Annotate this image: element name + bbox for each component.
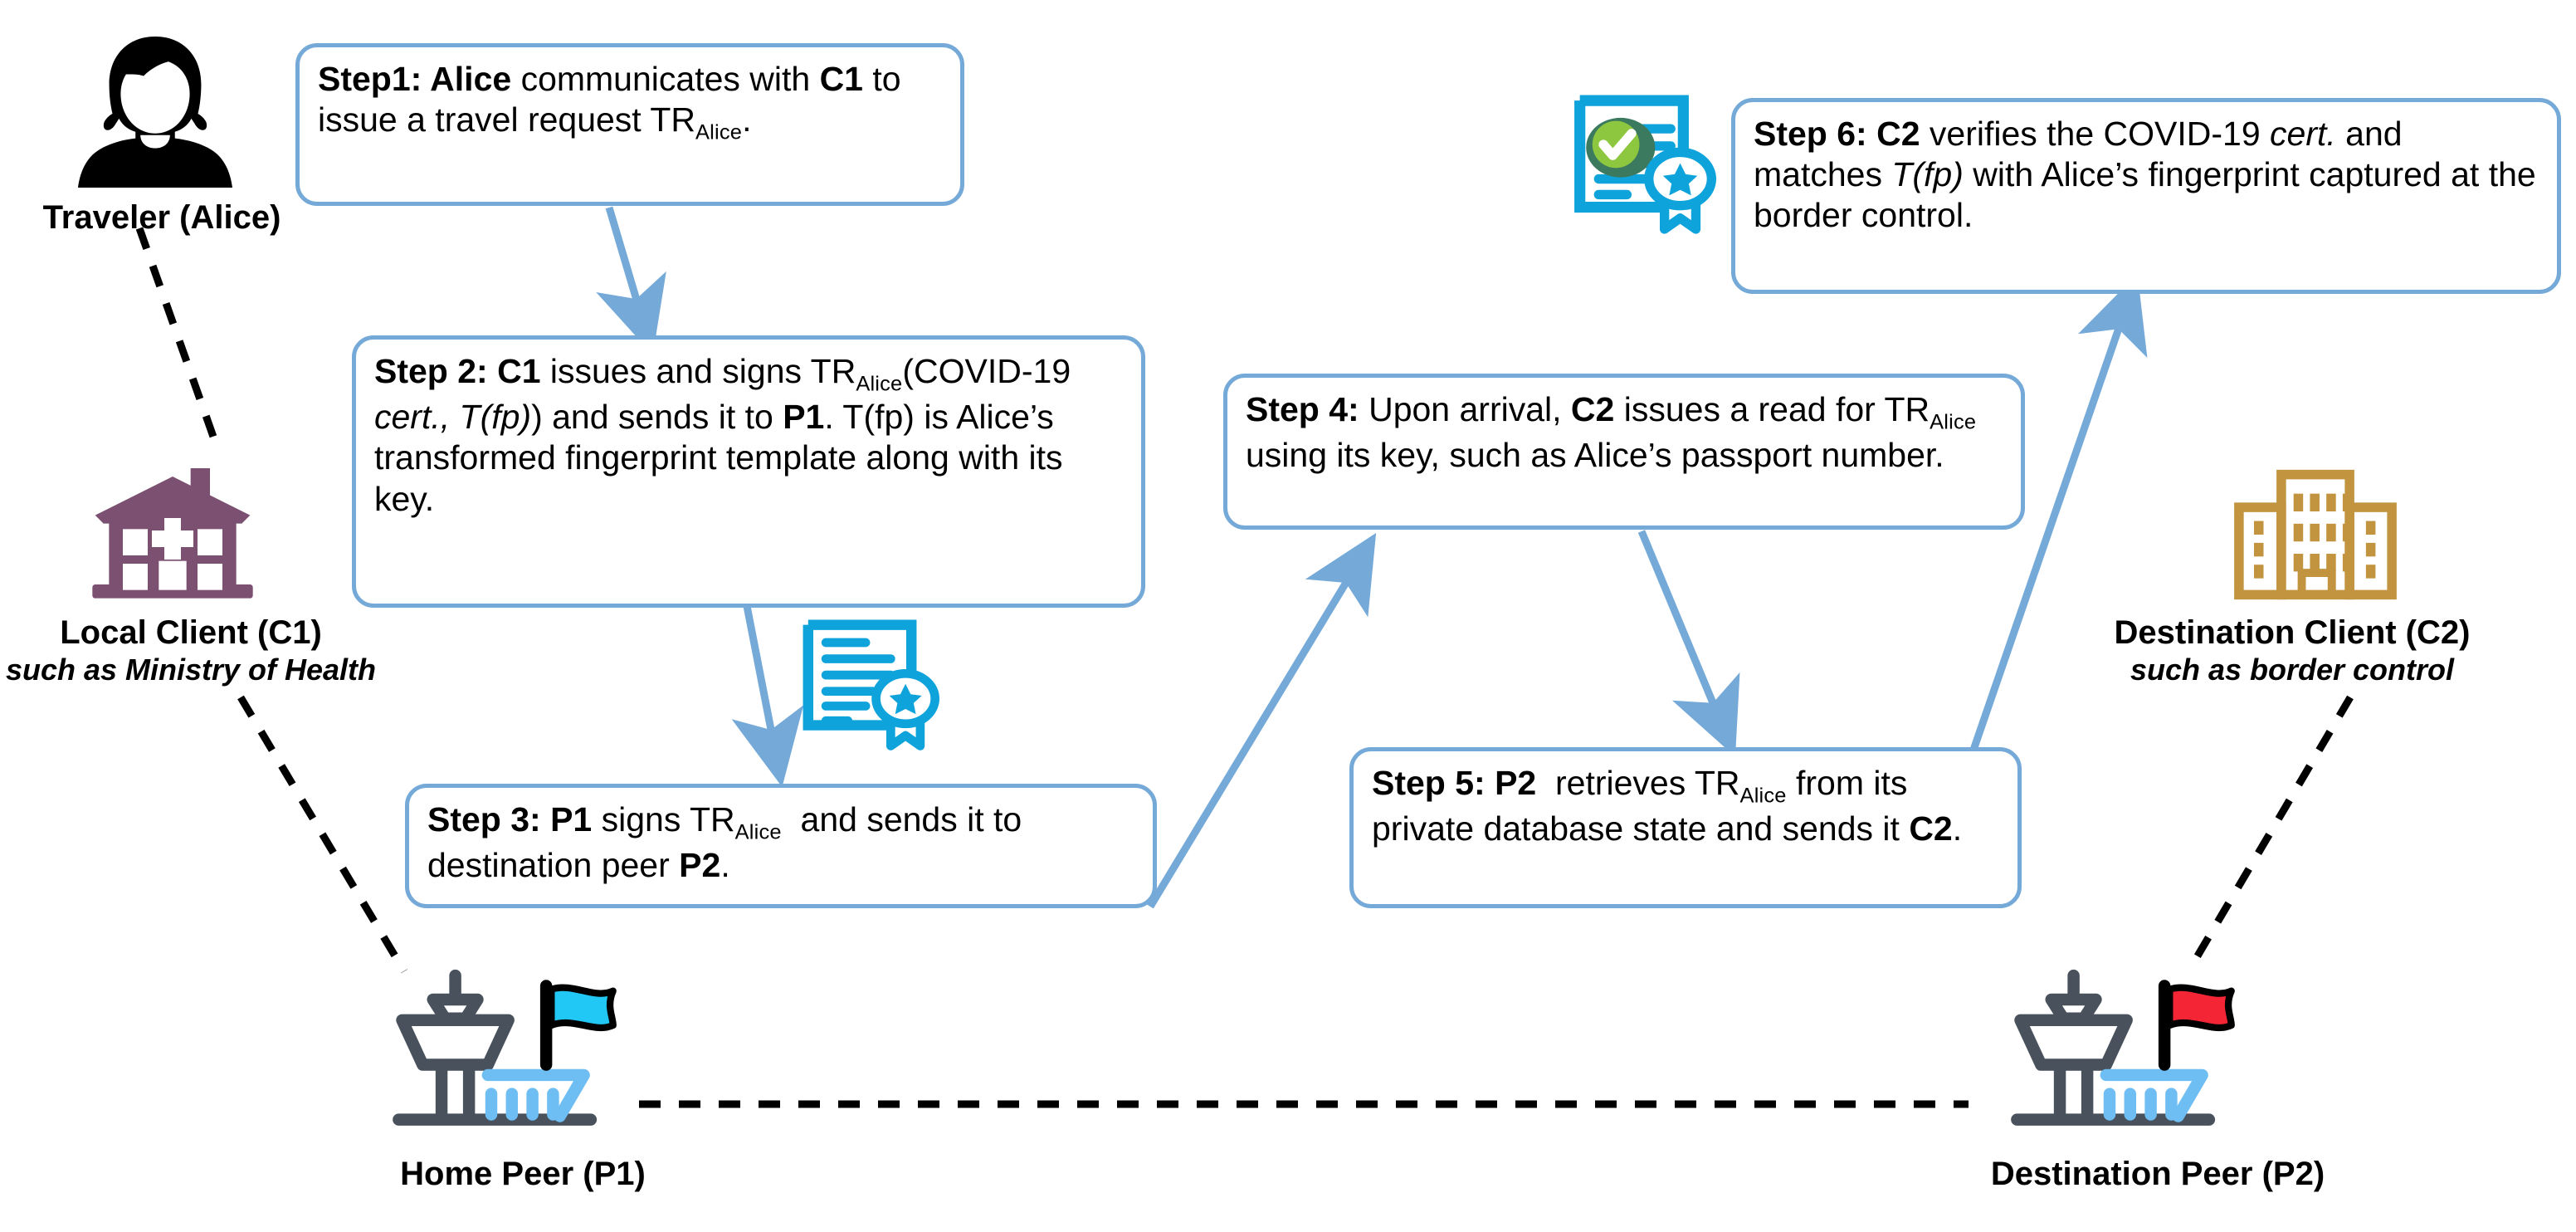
step1-callout[interactable]: Step1: Alice communicates with C1 to iss… bbox=[295, 43, 964, 206]
local-client-label: Local Client (C1) bbox=[60, 614, 322, 651]
dest-client-sublabel: such as border control bbox=[2130, 652, 2455, 687]
arrow-step5-to-step6 bbox=[1959, 273, 2148, 780]
arrow-step2-to-step3 bbox=[731, 605, 804, 787]
dest-peer-label: Destination Peer (P2) bbox=[1990, 1156, 2325, 1192]
person-woman-icon bbox=[73, 33, 237, 191]
office-building-icon bbox=[2231, 465, 2400, 604]
local-client-label-group: Local Client (C1) such as Ministry of He… bbox=[0, 614, 382, 687]
arrow-step3-to-step4 bbox=[1147, 532, 1377, 909]
wire-c1-to-p1 bbox=[237, 695, 407, 974]
step2-callout[interactable]: Step 2: C1 issues and signs TRAlice(COVI… bbox=[352, 335, 1145, 608]
home-peer-label-group: Home Peer (P1) bbox=[332, 1156, 714, 1194]
wire-alice-to-c1 bbox=[135, 227, 222, 450]
airport-tower-icon bbox=[388, 968, 646, 1134]
certificate-icon bbox=[798, 616, 948, 750]
wire-c2-to-p2 bbox=[2185, 695, 2354, 974]
arrow-step4-to-step5 bbox=[1637, 530, 1740, 757]
step5-callout[interactable]: Step 5: P2 retrieves TRAlice from its pr… bbox=[1349, 747, 2022, 908]
step4-callout[interactable]: Step 4: Upon arrival, C2 issues a read f… bbox=[1223, 374, 2025, 530]
traveler-label: Traveler (Alice) bbox=[42, 199, 281, 236]
certificate-verified-icon bbox=[1567, 88, 1725, 234]
traveler-label-group: Traveler (Alice) bbox=[0, 199, 324, 237]
arrow-step1-to-step2 bbox=[596, 206, 666, 355]
step6-callout[interactable]: Step 6: C2 verifies the COVID-19 cert. a… bbox=[1731, 98, 2561, 294]
step3-callout[interactable]: Step 3: P1 signs TRAlice and sends it to… bbox=[405, 784, 1157, 908]
hospital-icon bbox=[90, 463, 256, 606]
dest-peer-label-group: Destination Peer (P2) bbox=[1950, 1156, 2365, 1194]
airport-tower-icon-dest bbox=[2007, 968, 2264, 1134]
dest-client-label-group: Destination Client (C2) such as border c… bbox=[2008, 614, 2576, 687]
dest-client-label: Destination Client (C2) bbox=[2114, 614, 2471, 651]
home-peer-label: Home Peer (P1) bbox=[400, 1156, 646, 1192]
local-client-sublabel: such as Ministry of Health bbox=[5, 652, 377, 687]
